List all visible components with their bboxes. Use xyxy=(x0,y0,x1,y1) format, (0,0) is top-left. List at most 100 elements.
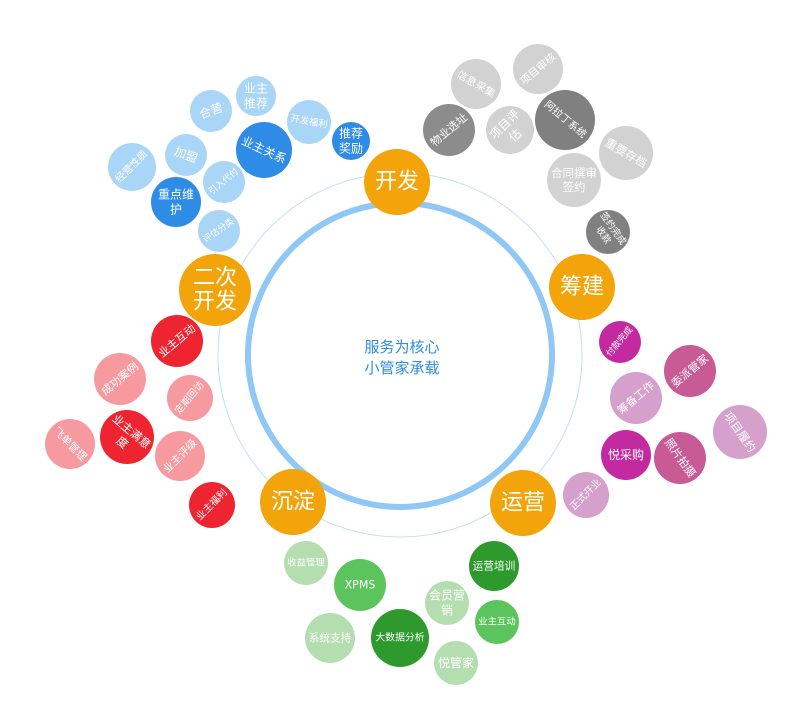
bubble-circle xyxy=(451,59,501,109)
bubble-circle xyxy=(284,541,328,585)
bubble-circle xyxy=(198,210,240,252)
bubble-circle xyxy=(236,76,276,116)
bubble: 收益管理 xyxy=(284,541,328,585)
hub-circle xyxy=(549,254,615,320)
bubble: 委派管家 xyxy=(664,345,716,397)
bubble-text-line: 推荐 xyxy=(339,127,363,141)
bubble-label: 运营培训 xyxy=(473,560,515,573)
bubble-circle xyxy=(371,609,429,667)
bubble-label: 悦采购 xyxy=(608,447,644,462)
bubble: 引入代付 xyxy=(203,161,245,203)
hub-circle xyxy=(364,149,430,215)
bubble: 合营 xyxy=(190,90,232,132)
bubble: 业主福利 xyxy=(189,482,235,528)
bubble-circle xyxy=(155,431,205,481)
hub-circle xyxy=(260,469,326,535)
bubble: 照片拍摄 xyxy=(654,432,706,484)
bubble-circle xyxy=(535,90,595,150)
bubble-label: 大数据分析 xyxy=(375,631,424,644)
bubble-circle xyxy=(167,375,213,421)
bubble-text-line: 运营培训 xyxy=(473,560,515,573)
bubble-text-line: 系统支持 xyxy=(309,632,352,645)
bubble-group-dev: 信息采集项目审核阿拉丁系统项目评估物业选址重要存档合同撰审签约签约完成收款 xyxy=(423,44,653,254)
bubble-label: XPMS xyxy=(345,579,376,592)
bubble-circle xyxy=(434,641,478,685)
bubble: 开发福利 xyxy=(287,100,331,144)
bubble-circle xyxy=(547,153,601,207)
bubble-text-line: 业主 xyxy=(244,82,268,96)
bubble-circle xyxy=(151,315,203,367)
bubble-circle xyxy=(100,410,154,464)
bubble-circle xyxy=(334,559,386,611)
bubble-circle xyxy=(713,405,767,459)
bubble: 阿拉丁系统 xyxy=(535,90,595,150)
bubble-text-line: XPMS xyxy=(345,579,376,592)
bubble-text-line: 合同撰审 xyxy=(551,166,597,180)
bubble: XPMS xyxy=(334,559,386,611)
bubble: 悦管家 xyxy=(434,641,478,685)
bubble: 成功案例 xyxy=(94,353,146,405)
bubble-circle xyxy=(563,472,609,518)
bubble: 业主评级 xyxy=(155,431,205,481)
bubble: 定期回访 xyxy=(167,375,213,421)
bubble: 项目履约 xyxy=(713,405,767,459)
bubble: 飞单管理 xyxy=(45,419,95,469)
bubble-circle xyxy=(513,44,563,94)
hub-text-line: 筹建 xyxy=(560,275,604,300)
bubble: 系统支持 xyxy=(305,613,355,663)
bubble-text-line: 业主互动 xyxy=(478,616,515,628)
bubble: 大数据分析 xyxy=(371,609,429,667)
hub-text-line: 运营 xyxy=(501,491,545,516)
hub-label: 运营 xyxy=(501,491,545,516)
stage-hub-settle: 沉淀 xyxy=(260,469,326,535)
bubble: 业主互动 xyxy=(475,600,519,644)
bubble-circle xyxy=(203,161,245,203)
bubble-circle xyxy=(469,541,519,591)
bubble-circle xyxy=(165,134,207,176)
stage-hub-dev: 开发 xyxy=(364,149,430,215)
bubble-circle xyxy=(190,90,232,132)
bubble-circle xyxy=(94,353,146,405)
bubble-text-line: 悦管家 xyxy=(438,655,474,670)
bubble-group-redev: 业主推荐合营开发福利推荐奖励业主关系加盟经营性质引入代付重点维护评估分类 xyxy=(108,76,370,252)
hub-text-line: 二次 xyxy=(193,266,237,291)
bubble-circle xyxy=(108,143,156,191)
stage-hub-build: 筹建 xyxy=(549,254,615,320)
hub-text-line: 开发 xyxy=(193,289,237,314)
hub-circle xyxy=(490,470,556,536)
bubble: 信息采集 xyxy=(451,59,501,109)
bubble-text-line: 护 xyxy=(170,203,182,217)
bubble-circle xyxy=(610,372,662,424)
bubble-text-line: 奖励 xyxy=(339,142,363,156)
hub-circle xyxy=(179,254,251,326)
bubble-circle xyxy=(45,419,95,469)
bubble-circle xyxy=(654,432,706,484)
bubble: 业主互动 xyxy=(151,315,203,367)
hub-text-line: 开发 xyxy=(375,170,419,195)
bubble-circle xyxy=(236,122,292,178)
bubble-label: 系统支持 xyxy=(309,632,352,645)
bubble-circle xyxy=(599,321,641,363)
bubble: 业主关系 xyxy=(236,122,292,178)
bubble-circle xyxy=(287,100,331,144)
hub-label: 筹建 xyxy=(560,275,604,300)
bubble-text-line: 销 xyxy=(441,604,453,618)
bubble-label: 悦管家 xyxy=(438,655,474,670)
bubble: 重要存档 xyxy=(599,126,653,180)
bubble-circle xyxy=(599,126,653,180)
bubble-circle xyxy=(151,177,201,227)
bubble-text-line: 大数据分析 xyxy=(375,631,424,644)
bubble: 评估分类 xyxy=(198,210,240,252)
